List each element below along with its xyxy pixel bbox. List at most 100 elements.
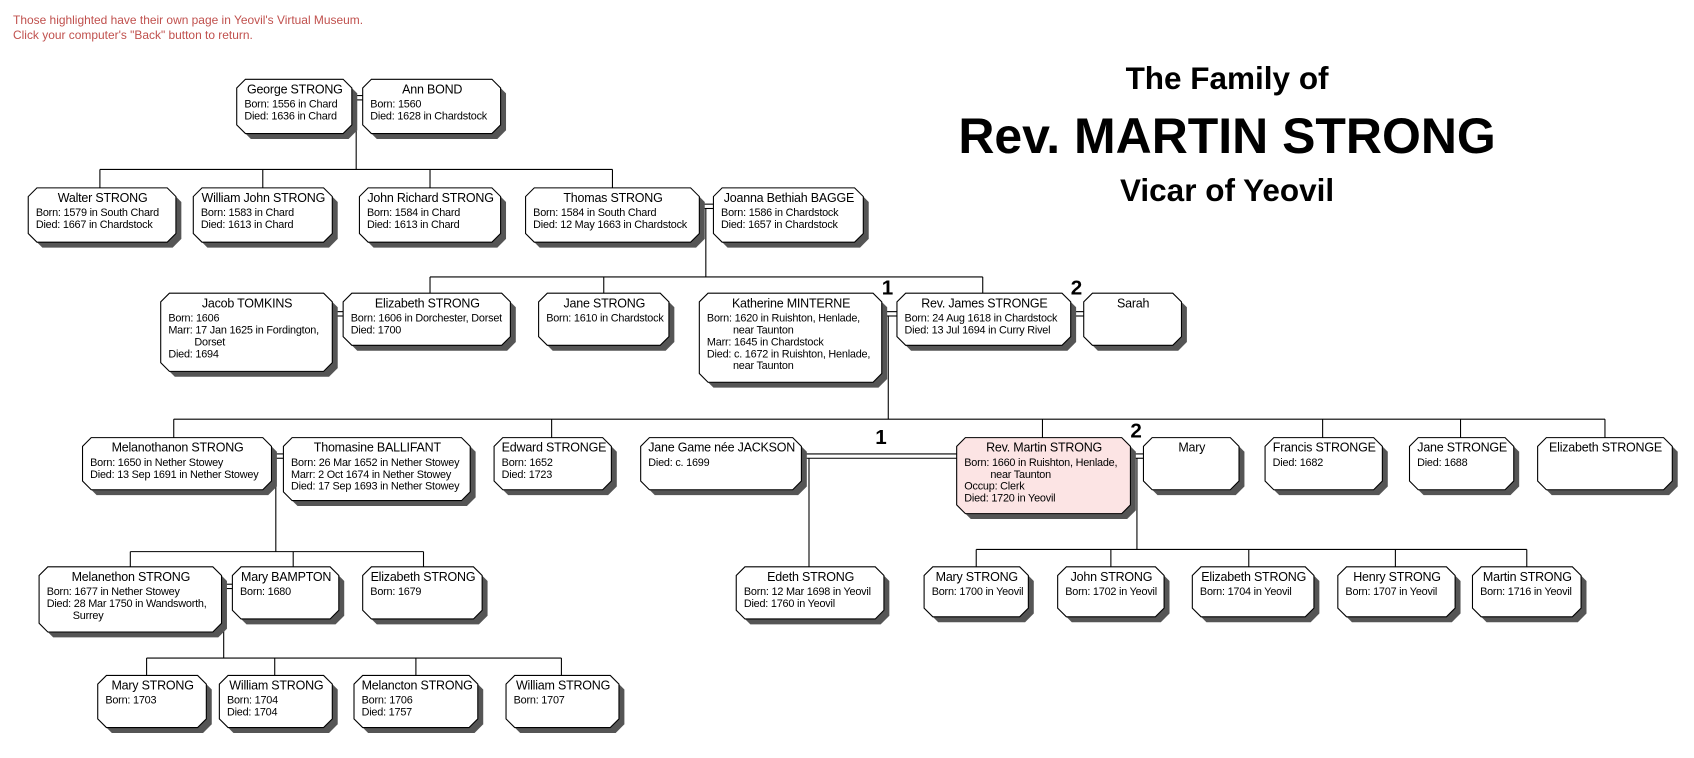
box-outline	[505, 674, 625, 733]
box-outline	[218, 674, 338, 733]
person-name: Henry STRONG	[1353, 571, 1441, 585]
box-border	[1142, 437, 1240, 491]
person-name: Elizabeth STRONGE	[1549, 441, 1662, 455]
person-name: Edeth STRONG	[767, 571, 855, 585]
box-border	[505, 674, 620, 729]
box-outline	[1537, 437, 1678, 496]
box-border	[27, 187, 177, 243]
person-name: Elizabeth STRONG	[374, 297, 480, 311]
box-border	[192, 187, 333, 243]
person-name[interactable]: Rev. Martin STRONG	[986, 441, 1103, 455]
person-fact: Died: 13 Sep 1691 in Nether Stowey	[90, 469, 259, 482]
person-fact: Born: 1679	[370, 586, 422, 599]
box-border	[1057, 566, 1165, 618]
person-name: Jacob TOMKINS	[201, 297, 293, 311]
person-fact: Born: 1716 in Yeovil	[1480, 586, 1572, 599]
person-name: Thomasine BALLIFANT	[313, 441, 441, 455]
title-subtitle: Vicar of Yeovil	[1119, 173, 1335, 209]
person-name: William STRONG	[515, 679, 611, 693]
person-fact: Born: 1707 in Yeovil	[1345, 586, 1438, 599]
box-border	[362, 566, 483, 620]
person-fact: Marr: 17 Jan 1625 in Fordington,	[168, 324, 319, 337]
box-outline	[160, 292, 338, 377]
person-name: Francis STRONGE	[1272, 441, 1376, 455]
box-outline	[358, 187, 507, 248]
person-fact: Died: 1628 in Chardstock	[370, 110, 488, 123]
person-fact: Born: 1579 in South Chard	[35, 207, 159, 220]
person-box: Elizabeth STRONGE	[1537, 437, 1678, 496]
person-fact: Died: 1682	[1272, 457, 1324, 470]
box-outline	[353, 674, 484, 733]
box-border	[81, 437, 273, 491]
box-border	[735, 566, 885, 620]
person-fact: Born: 1586 in Chardstock	[721, 207, 839, 220]
box-border	[362, 78, 502, 135]
box-border	[353, 674, 479, 729]
person-fact: Died: 1700	[350, 324, 402, 337]
person-name: John STRONG	[1070, 571, 1153, 585]
person-name: Mary STRONG	[111, 679, 194, 693]
marriage-number: 2	[1130, 420, 1142, 444]
person-box: Sarah	[1083, 292, 1187, 351]
box-outline	[38, 566, 227, 638]
box-outline	[231, 566, 345, 625]
person-fact: Occup: Clerk	[964, 481, 1025, 493]
person-name: Jane STRONG	[563, 297, 646, 311]
person-fact: Died: 1760 in Yeovil	[743, 598, 835, 611]
person-fact: Died: 1657 in Chardstock	[721, 219, 838, 232]
box-border	[282, 437, 471, 502]
box-outline	[1408, 437, 1520, 496]
box-border	[1537, 437, 1673, 491]
person-name: Martin STRONG	[1482, 571, 1572, 585]
person-details: Elizabeth STRONGE	[1538, 438, 1673, 458]
marriage-number: 1	[875, 426, 887, 450]
person-fact: Died: 1613 in Chard	[200, 219, 294, 232]
box-outline	[1337, 566, 1461, 623]
museum-notice: Those highlighted have their own page in…	[13, 14, 364, 28]
back-instruction: Click your computer's "Back" button to r…	[13, 29, 253, 43]
person-fact: Born: 1704	[226, 694, 278, 707]
box-outline	[956, 437, 1136, 520]
marriage-number: 2	[1070, 276, 1083, 300]
title-main: Rev. MARTIN STRONG	[958, 107, 1496, 164]
person-fact: near Taunton	[732, 360, 794, 373]
person-fact: Born: 1583 in Chard	[200, 207, 294, 220]
marriage-number: 1	[881, 276, 894, 300]
box-outline	[1083, 292, 1187, 351]
box-outline	[97, 674, 212, 733]
box-outline	[538, 292, 675, 351]
person-fact: Born: 12 Mar 1698 in Yeovil	[743, 586, 871, 599]
person-name: Melanothanon STRONG	[111, 441, 244, 455]
box-border	[1471, 566, 1582, 618]
person-fact: Born: 26 Mar 1652 in Nether Stowey	[291, 457, 460, 470]
box-outline	[735, 566, 890, 625]
person-box: Francis STRONGE Died: 1682	[1264, 437, 1388, 496]
person-name: Mary	[1178, 441, 1206, 455]
person-fact: near Taunton	[990, 469, 1051, 482]
box-outline	[1264, 437, 1388, 496]
person-fact: Marr: 2 Oct 1674 in Nether Stowey	[291, 469, 452, 482]
